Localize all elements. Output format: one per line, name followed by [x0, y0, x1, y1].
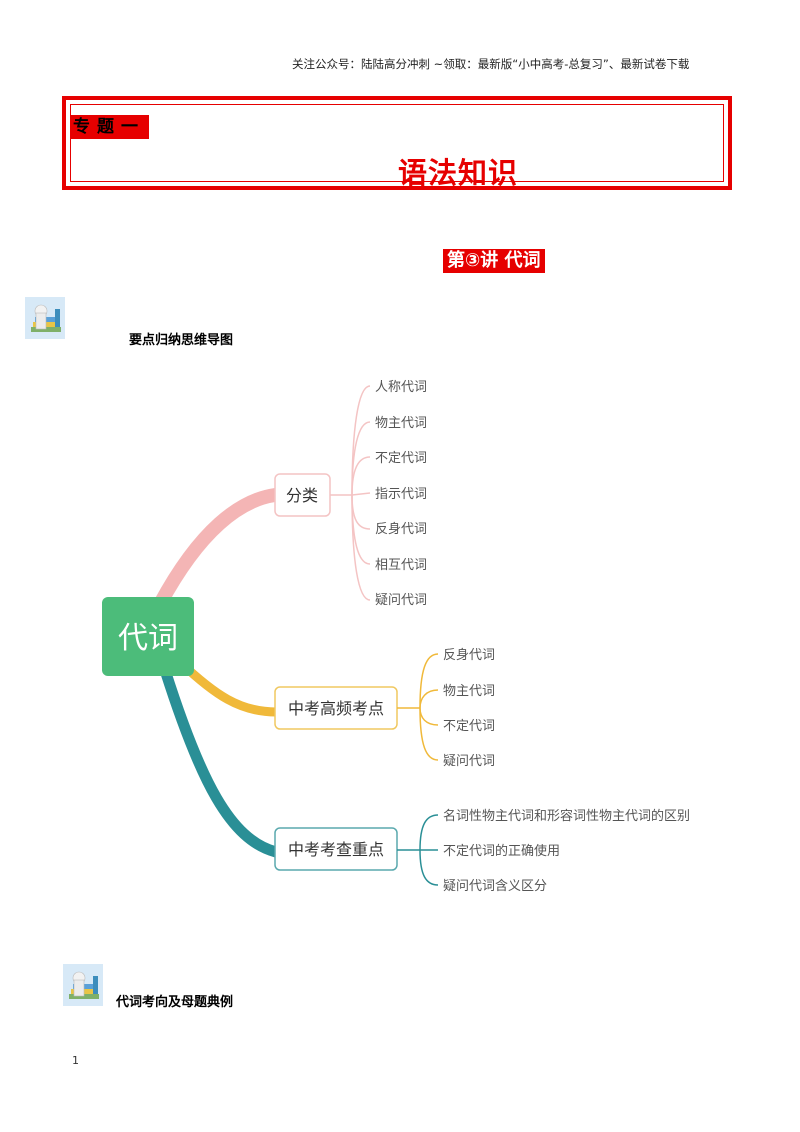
leaf-classification-2: 物主代词: [375, 416, 427, 431]
page-number: 1: [72, 1054, 79, 1067]
header-note: 关注公众号：陆陆高分冲刺 ~领取：最新版“小中高考-总复习”、最新试卷下载: [292, 57, 690, 71]
leaf-classification-7: 疑问代词: [375, 592, 427, 608]
branch-label-key-points: 中考考查重点: [288, 840, 384, 859]
section-title-mind-map: 要点归纳思维导图: [129, 333, 234, 348]
leaf-high-frequency-4: 疑问代词: [443, 753, 495, 769]
leaf-high-frequency-3: 不定代词: [443, 719, 495, 734]
main-title: 语法知识: [398, 156, 519, 190]
leaf-classification-3: 不定代词: [375, 451, 427, 466]
connector-high-frequency: [175, 657, 281, 717]
leaf-high-frequency-1: 反身代词: [443, 647, 495, 663]
root-node: [102, 597, 194, 676]
leaf-key-points-1: 名词性物主代词和形容词性物主代词的区别: [443, 808, 690, 824]
leaf-key-points-2: 不定代词的正确使用: [443, 843, 560, 859]
connector-classification: [153, 488, 282, 611]
books-icon: [63, 964, 103, 1006]
leaf-classification-5: 反身代词: [375, 521, 427, 537]
topic-label: 专题一: [70, 115, 149, 139]
branch-node-key-points: [274, 827, 398, 871]
section-title-examples: 代词考向及母题典例: [116, 995, 234, 1010]
leaf-high-frequency-2: 物主代词: [443, 684, 495, 699]
books-icon: [25, 297, 65, 339]
leaf-key-points-3: 疑问代词含义区分: [443, 878, 547, 894]
leaf-classification-1: 人称代词: [375, 380, 427, 395]
title-box: [62, 96, 732, 190]
leaf-classification-6: 相互代词: [375, 558, 427, 573]
branch-label-classification: 分类: [286, 486, 318, 505]
branch-label-high-frequency: 中考高频考点: [288, 699, 384, 718]
connector-key-points: [159, 664, 282, 858]
lecture-label: 第③讲 代词: [443, 249, 545, 273]
leaf-classification-4: 指示代词: [375, 487, 427, 502]
mind-map: 代词 分类 人称代词 物主代词 不定代词 指示代词 反身代词 相互代词 疑问代词…: [0, 360, 800, 920]
root-label: 代词: [118, 621, 178, 656]
